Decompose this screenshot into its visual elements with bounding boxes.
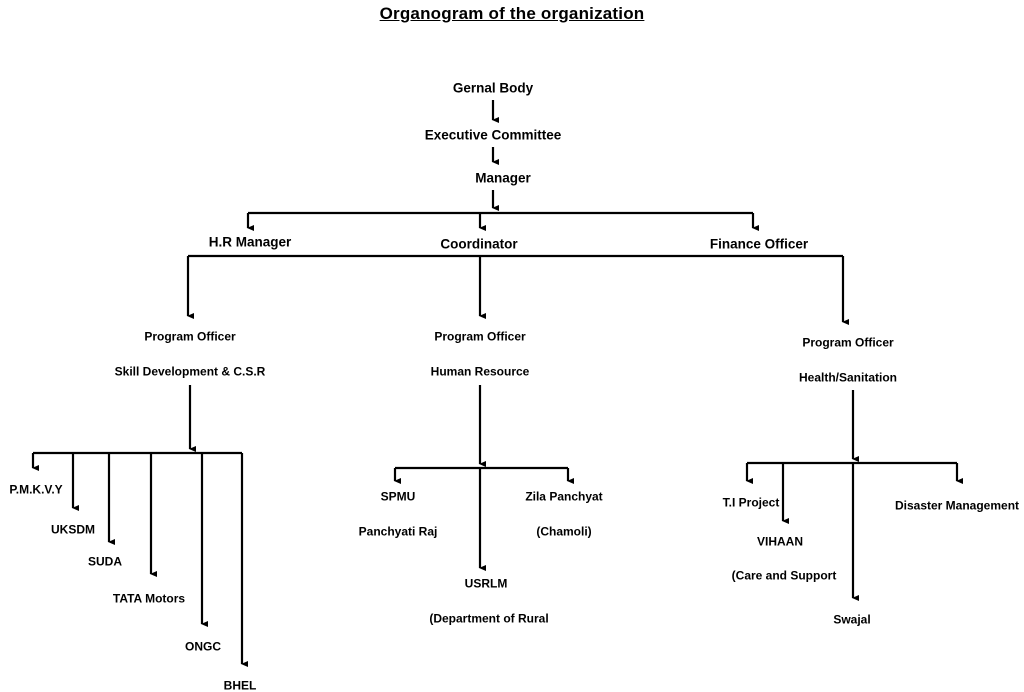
node-usrlm[interactable]: USRLM [464, 576, 508, 591]
node-pmkvy[interactable]: P.M.K.V.Y [9, 482, 63, 497]
node-zila-panchyat[interactable]: Zila Panchyat [525, 489, 603, 504]
node-ongc[interactable]: ONGC [185, 639, 221, 654]
node-usrlm-sub[interactable]: (Department of Rural [429, 611, 549, 626]
node-ti-project[interactable]: T.I Project [722, 495, 780, 510]
node-finance-officer[interactable]: Finance Officer [709, 236, 809, 252]
node-general-body[interactable]: Gernal Body [452, 80, 534, 96]
node-spmu[interactable]: SPMU [380, 489, 416, 504]
node-disaster-management[interactable]: Disaster Management [894, 498, 1020, 513]
node-health-sanitation[interactable]: Health/Sanitation [798, 370, 898, 385]
node-program-officer-middle[interactable]: Program Officer [434, 329, 526, 344]
node-tata-motors[interactable]: TATA Motors [112, 591, 186, 606]
node-human-resource[interactable]: Human Resource [430, 364, 530, 379]
node-program-officer-left[interactable]: Program Officer [144, 329, 236, 344]
node-spmu-sub[interactable]: Panchyati Raj [358, 524, 438, 539]
page-title: Organogram of the organization [379, 4, 645, 23]
node-bhel[interactable]: BHEL [223, 678, 257, 692]
node-uksdm[interactable]: UKSDM [51, 522, 95, 537]
node-zila-panchyat-sub[interactable]: (Chamoli) [536, 524, 592, 539]
node-swajal[interactable]: Swajal [833, 612, 871, 627]
node-coordinator[interactable]: Coordinator [440, 236, 518, 252]
node-hr-manager[interactable]: H.R Manager [208, 234, 292, 250]
node-vihaan-sub[interactable]: (Care and Support [731, 568, 837, 583]
node-suda[interactable]: SUDA [87, 554, 123, 569]
node-skill-development-csr[interactable]: Skill Development & C.S.R [114, 364, 266, 379]
node-vihaan[interactable]: VIHAAN [756, 534, 804, 549]
node-manager[interactable]: Manager [475, 170, 531, 186]
node-program-officer-right[interactable]: Program Officer [802, 335, 894, 350]
node-executive-committee[interactable]: Executive Committee [424, 127, 562, 143]
